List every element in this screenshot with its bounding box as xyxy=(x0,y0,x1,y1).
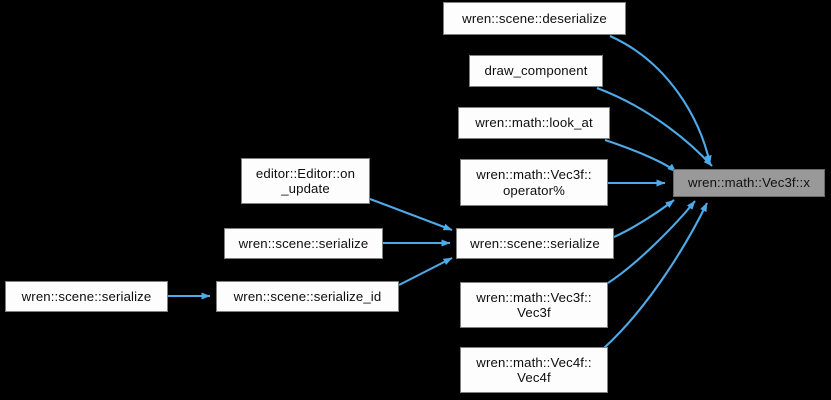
graph-node-draw_component[interactable]: draw_component xyxy=(469,55,603,87)
edge-serialize-id-to-serialize-mid xyxy=(398,257,453,286)
graph-node-deserialize[interactable]: wren::scene::deserialize xyxy=(443,2,626,35)
edge-vec3f-ctor-to-vec3f-x xyxy=(607,200,696,284)
graph-node-editor_on_update[interactable]: editor::Editor::on _update xyxy=(241,158,370,204)
graph-node-operator_mod[interactable]: wren::math::Vec3f:: operator% xyxy=(460,159,608,206)
graph-node-label: wren::math::Vec3f:: operator% xyxy=(476,167,592,198)
edge-serialize-mid-to-vec3f-x xyxy=(613,199,675,238)
graph-node-label: wren::math::Vec3f:: Vec3f xyxy=(476,289,592,321)
graph-node-label: editor::Editor::on _update xyxy=(255,165,356,197)
graph-node-look_at[interactable]: wren::math::look_at xyxy=(458,107,610,139)
edge-vec4f-ctor-to-vec3f-x xyxy=(603,202,708,349)
graph-node-label: wren::math::look_at xyxy=(475,115,593,131)
edge-look-at-to-vec3f-x xyxy=(604,139,677,173)
graph-node-label: wren::math::Vec4f:: Vec4f xyxy=(476,354,592,386)
edge-deserialize-to-vec3f-x xyxy=(609,35,712,165)
graph-node-serialize_left[interactable]: wren::scene::serialize xyxy=(224,228,383,259)
graph-node-label: wren::scene::serialize xyxy=(238,235,369,251)
graph-node-serialize_mid[interactable]: wren::scene::serialize xyxy=(456,228,614,259)
graph-node-serialize_id[interactable]: wren::scene::serialize_id xyxy=(216,281,399,312)
graph-node-serialize_far_left[interactable]: wren::scene::serialize xyxy=(5,281,168,312)
graph-node-label: wren::scene::serialize xyxy=(21,288,152,304)
graph-node-vec3f_ctor[interactable]: wren::math::Vec3f:: Vec3f xyxy=(460,282,608,328)
graph-node-label: draw_component xyxy=(484,63,588,79)
edge-draw-component-to-vec3f-x xyxy=(596,87,713,167)
graph-node-label: wren::scene::serialize xyxy=(470,235,600,251)
graph-node-label: wren::scene::deserialize xyxy=(462,10,607,26)
graph-node-label: wren::scene::serialize_id xyxy=(233,288,382,304)
edge-editor-on-update-to-serialize-mid xyxy=(369,198,453,231)
graph-node-vec4f_ctor[interactable]: wren::math::Vec4f:: Vec4f xyxy=(460,347,608,393)
graph-node-label: wren::math::Vec3f::x xyxy=(687,175,811,191)
graph-node-vec3f_x[interactable]: wren::math::Vec3f::x xyxy=(673,169,825,197)
